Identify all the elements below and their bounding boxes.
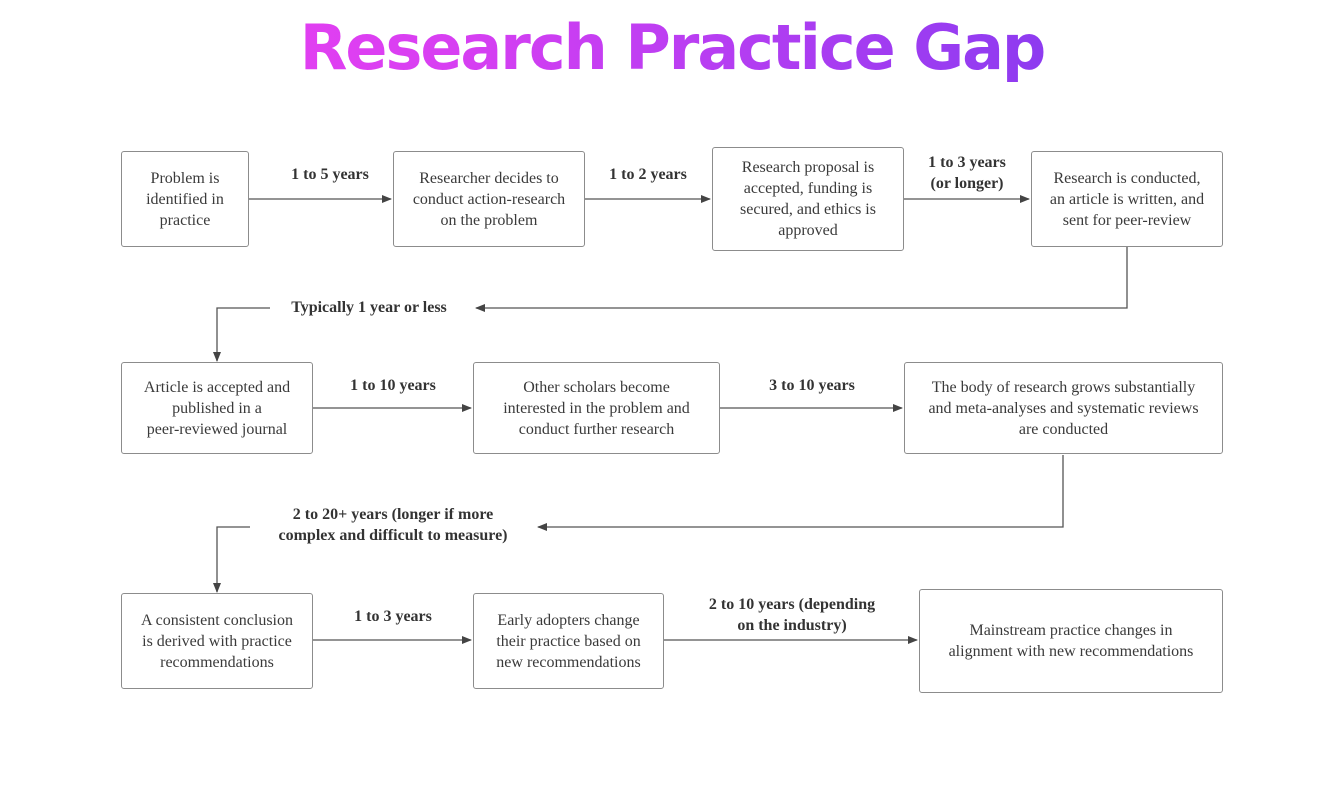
duration-label-6: 3 to 10 years (769, 377, 855, 394)
arrow-label-8 (213, 526, 250, 593)
arrow-label-5 (213, 307, 270, 362)
duration-label-7: 2 to 20+ years (longer if more complex a… (258, 504, 528, 546)
page-title: Research Practice Gap (0, 8, 1344, 88)
arrow-4-label (475, 247, 1128, 312)
step-consistent-conclusion: A consistent conclusion is derived with … (121, 593, 313, 689)
step-research-conducted: Research is conducted, an article is wri… (1031, 151, 1223, 247)
step-article-published: Article is accepted and published in a p… (121, 362, 313, 454)
duration-label-5: 1 to 10 years (350, 377, 436, 394)
duration-label-4: Typically 1 year or less (276, 297, 462, 318)
duration-label-1: 1 to 5 years (291, 166, 369, 183)
step-proposal-accepted: Research proposal is accepted, funding i… (712, 147, 904, 251)
step-early-adopters: Early adopters change their practice bas… (473, 593, 664, 689)
arrow-7-label (537, 455, 1064, 531)
duration-label-2: 1 to 2 years (609, 166, 687, 183)
step-researcher-decides: Researcher decides to conduct action-res… (393, 151, 585, 247)
step-mainstream-practice: Mainstream practice changes in alignment… (919, 589, 1223, 693)
step-problem-identified: Problem is identified in practice (121, 151, 249, 247)
step-other-scholars: Other scholars become interested in the … (473, 362, 720, 454)
step-body-of-research: The body of research grows substantially… (904, 362, 1223, 454)
duration-label-9: 2 to 10 years (depending on the industry… (708, 596, 876, 634)
duration-label-3: 1 to 3 years (or longer) (928, 154, 1006, 192)
duration-label-8: 1 to 3 years (354, 608, 432, 625)
